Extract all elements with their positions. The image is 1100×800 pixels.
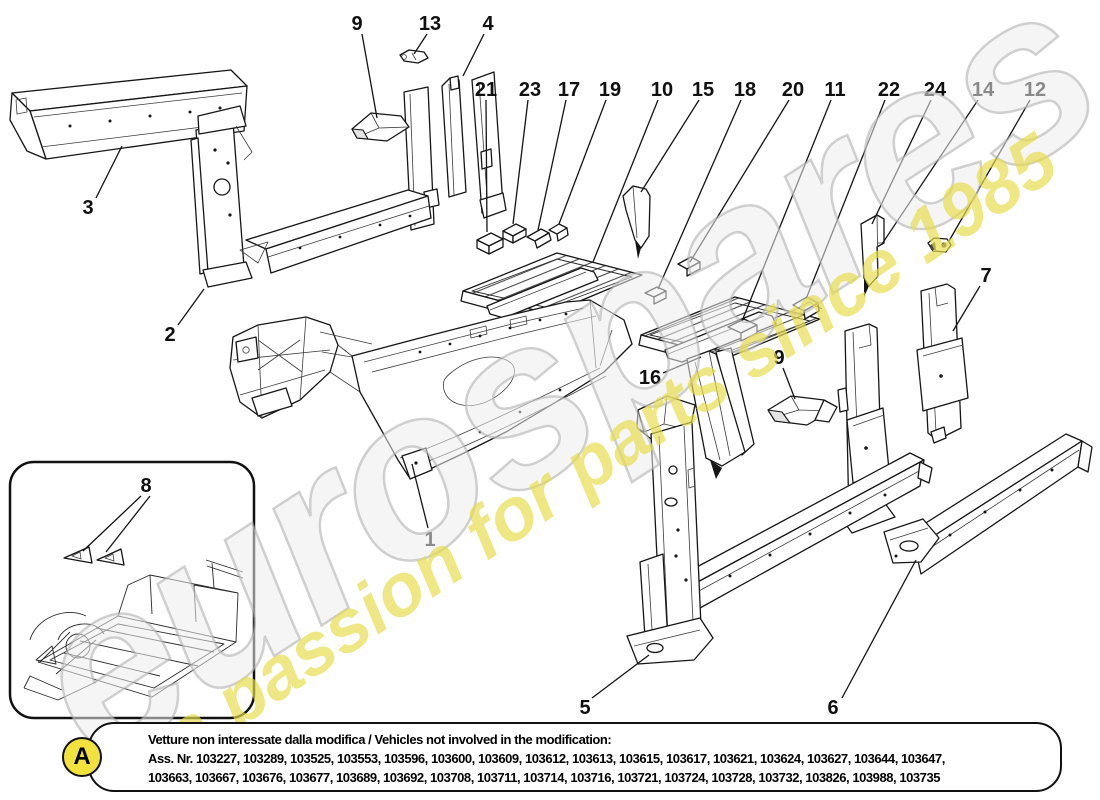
leader-line-3 — [95, 145, 123, 199]
leader-line-22 — [805, 99, 886, 300]
part-14-24-blade — [860, 214, 885, 297]
callout-5: 5 — [579, 697, 590, 719]
part-9-lower-bracket — [767, 395, 838, 426]
floor-mount-brackets — [476, 223, 701, 277]
callout-7: 7 — [980, 265, 991, 287]
leader-line-6 — [841, 559, 917, 699]
part-9-wedge-bracket — [351, 112, 410, 142]
callout-8: 8 — [140, 475, 151, 497]
leader-line-2 — [177, 288, 205, 326]
callout-6: 6 — [827, 697, 838, 719]
part-5-pillar-sill-assembly — [626, 395, 933, 665]
modification-note-box: A Vetture non interessate dalla modifica… — [62, 722, 1062, 792]
callout-23: 23 — [519, 79, 541, 101]
callout-13: 13 — [419, 13, 441, 35]
chassis-wireframe — [23, 559, 244, 701]
leader-line-23 — [512, 99, 529, 225]
callout-9: 9 — [351, 13, 362, 35]
leader-line-8 — [82, 495, 142, 552]
leader-line-15 — [640, 99, 700, 193]
callout-14: 14 — [972, 79, 995, 101]
callout-3: 3 — [82, 197, 93, 219]
leader-line-14 — [881, 99, 979, 245]
part-7-pillar — [916, 283, 969, 444]
callout-10: 10 — [651, 79, 673, 101]
part-4-pillar-panels — [441, 71, 507, 219]
callout-24: 24 — [924, 79, 947, 101]
note-line-3: 103663, 103667, 103676, 103677, 103689, … — [148, 770, 941, 785]
note-line-2: Ass. Nr. 103227, 103289, 103525, 103553,… — [148, 751, 945, 766]
note-line-1: Vetture non interessate dalla modifica /… — [148, 732, 612, 747]
part-12-clip — [927, 237, 952, 253]
leader-line-5 — [591, 654, 650, 699]
callout-2: 2 — [164, 324, 175, 346]
part-1-front-structure — [229, 299, 633, 480]
part-3-upper-rail — [9, 69, 248, 160]
leader-line-12 — [948, 99, 1031, 242]
callout-17: 17 — [558, 79, 580, 101]
callout-11: 11 — [824, 79, 845, 101]
callout-20: 20 — [782, 79, 804, 101]
callout-9: 9 — [773, 347, 784, 369]
part-8-triangle-clips — [63, 546, 125, 566]
leader-line-9 — [782, 367, 796, 400]
leader-line-4 — [462, 33, 485, 77]
part-13-bracket — [399, 49, 429, 64]
part-2-frame — [190, 86, 440, 288]
part-20-floor-panel — [638, 286, 823, 369]
callout-18: 18 — [734, 79, 756, 101]
callout-16: 16 — [639, 367, 661, 389]
callout-1: 1 — [424, 529, 435, 551]
leader-line-16 — [662, 356, 702, 374]
inset-chassis-box — [8, 460, 256, 720]
leader-line-13 — [413, 33, 428, 55]
part-6-sill-rail — [883, 433, 1093, 575]
callout-15: 15 — [692, 79, 714, 101]
leader-line-11 — [741, 99, 832, 322]
leader-line-17 — [537, 99, 567, 231]
leader-line-19 — [558, 99, 607, 225]
leader-line-7 — [952, 285, 981, 332]
leader-line-18 — [657, 99, 742, 290]
leader-line-24 — [871, 99, 932, 225]
callout-19: 19 — [599, 79, 621, 101]
leader-line-21 — [485, 99, 488, 233]
leader-line-20 — [689, 99, 790, 263]
note-badge-a: A — [62, 737, 102, 777]
callout-22: 22 — [878, 79, 900, 101]
part-15-blade-panel — [622, 185, 651, 259]
leader-line-1 — [411, 463, 429, 529]
part-16-reinforcement-panel — [686, 347, 755, 479]
callout-21: 21 — [475, 79, 497, 101]
leader-line-10 — [592, 99, 659, 263]
callout-12: 12 — [1024, 79, 1046, 101]
leader-line-8 — [105, 495, 151, 553]
callout-4: 4 — [482, 13, 494, 35]
leader-line-9 — [361, 33, 378, 119]
